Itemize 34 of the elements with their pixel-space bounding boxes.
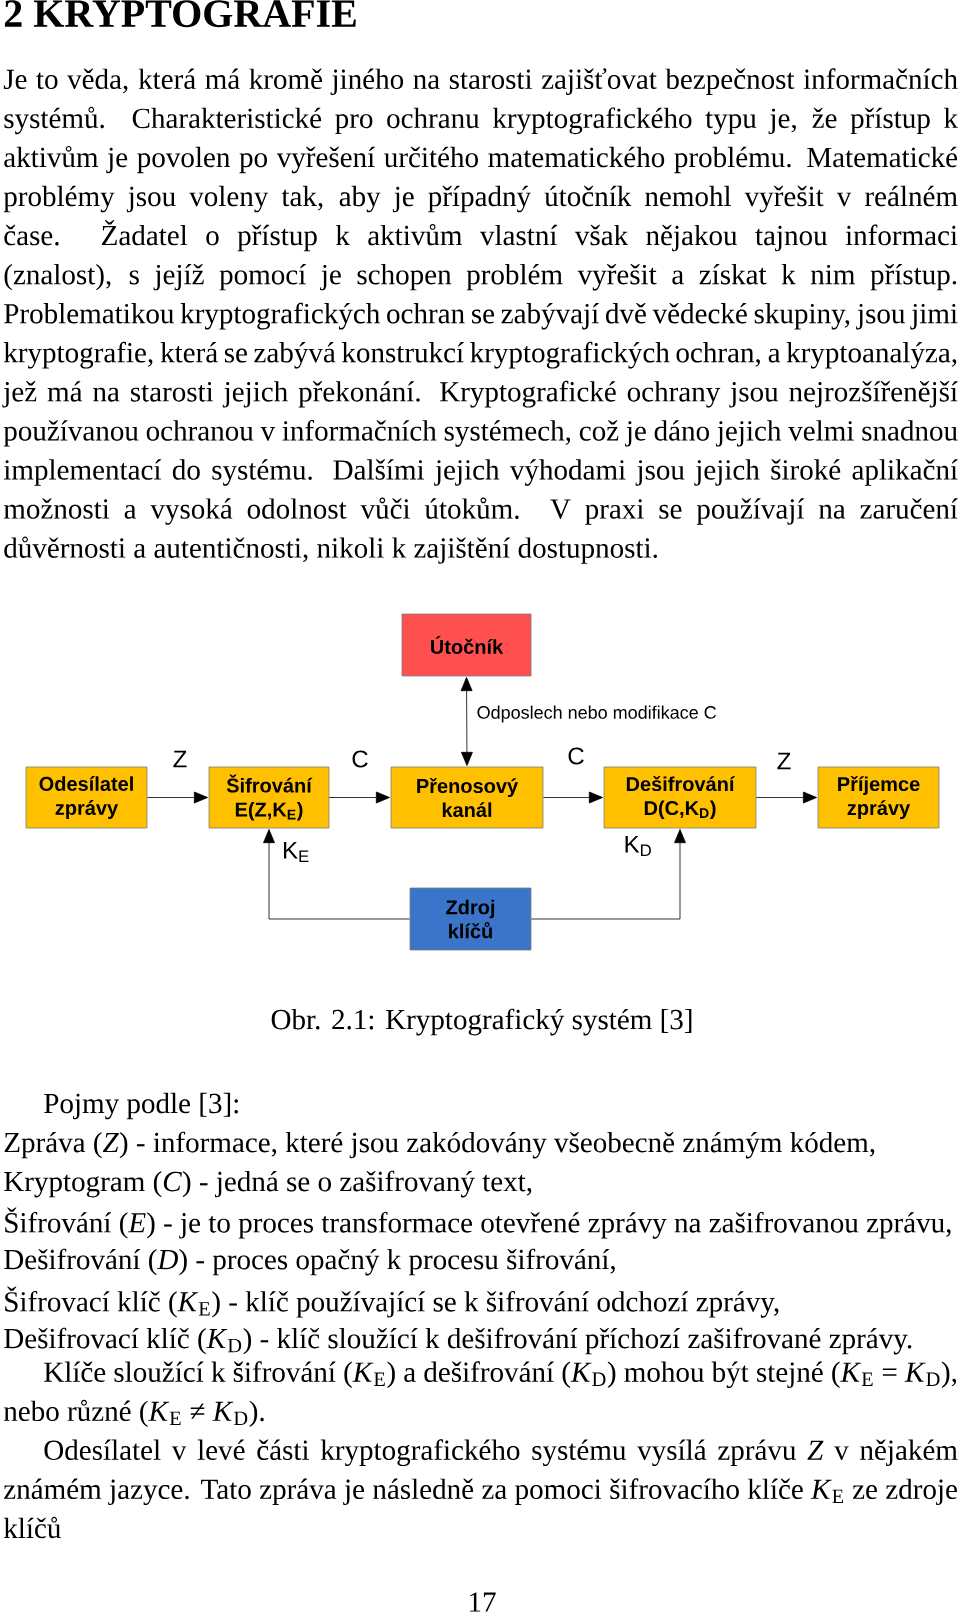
key-source-box: Zdroj klíčů xyxy=(409,887,532,951)
definition-line: Zpráva (Z) - informace, které jsou zakódovány všeobecně známým kódem, xyxy=(4,1131,875,1159)
process-box: Příjemce zprávy xyxy=(817,766,940,829)
process-box: Odesílatel zprávy xyxy=(25,766,148,829)
edge-label: K$_{D}$ xyxy=(625,835,651,857)
arrow xyxy=(263,829,410,920)
definition-line: Dešifrování (D) - proces opačný k procesu šifrování, xyxy=(4,1248,615,1276)
edge-label: C xyxy=(568,747,584,765)
process-box: Šifrování E(Z,K$_{E}$) xyxy=(208,766,330,829)
paragraph: Je to věda, která má kromě jiného na starosti zajišťovat bezpečnost informačních systémů. Charakteristické pro ochranu kryptografického typu je, že přístup k aktivům je povolen po vyřešení určitého matematického problému. Matematické problémy jsou voleny tak, aby je případný útočník nemohl vyřešit v reálném čase. Žadatel o přístup k aktivům vlastní však nějakou tajnou informaci (znalost), s jejíž pomocí je schopen problém vyřešit a získat k nim přístup. Problematikou kryptografických ochran se zabývají dvě vědecké skupiny, jsou jimi kryptografie, která se zabývá konstrukcí kryptografických ochran, a kryptoanalýza, jež má na starosti jejich překonání. Kryptografické ochrany jsou nejrozšířenější používanou ochranou v informačních systémech, což je dáno jejich velmi snadnou implementací do systému. Dalšími jejich výhodami jsou jejich široké aplikační možnosti a vysoká odolnost vůči útokům. V praxi se používají na zaručení důvěrnosti a autentičnosti, nikoli k zajištění dostupnosti. xyxy=(2,68,958,564)
arrow xyxy=(531,829,686,920)
process-box: Přenosový kanál xyxy=(390,766,544,829)
text-line: Pojmy podle [3]: xyxy=(44,1092,238,1120)
edge-label: Z xyxy=(173,750,187,768)
page-number: 17 xyxy=(470,1592,496,1612)
process-box: Dešifrování D(C,K$_{D}$) xyxy=(603,766,757,829)
paragraph: Odesílatel v levé části kryptografického systému vysílá zprávu Z v nějakém známém jazyce. Tato zpráva je následně za pomoci šifrovacího klíče K$_{E}$ ze zdroje klíčů xyxy=(3,1439,958,1539)
arrow xyxy=(147,791,208,804)
arrow xyxy=(460,677,473,766)
edge-label: Z xyxy=(777,752,791,770)
attacker-box: Útočník xyxy=(401,613,532,677)
figure-caption: Obr. 2.1: Kryptografický systém [3] xyxy=(271,1008,692,1036)
arrow xyxy=(756,791,817,804)
edge-label: Odposlech nebo modifikace C xyxy=(477,705,716,723)
section-heading: 2 KRYPTOGRAFIE xyxy=(4,0,356,28)
edge-label: C xyxy=(352,750,368,768)
definition-line: Dešifrovací klíč (K$_{D}$) - klíč sloužící k dešifrování příchozí zašifrované zprávy. xyxy=(4,1327,912,1355)
paragraph: Klíče sloužící k šifrování (K$_{E}$) a dešifrování (K$_{D}$) mohou být stejné (K$_{E}$ = K$_{D}$), nebo různé (K$_{E}$ ≠ K$_{D}$). xyxy=(3,1361,957,1427)
definition-line: Šifrovací klíč (K$_{E}$) - klíč používající se k šifrování odchozí zprávy, xyxy=(5,1286,779,1318)
arrow xyxy=(329,791,390,804)
definition-line: Kryptogram (C) - jedná se o zašifrovaný text, xyxy=(4,1170,532,1198)
arrow xyxy=(543,791,603,804)
definition-line: Šifrování (E) - je to proces transformace otevřené zprávy na zašifrovanou zprávu, xyxy=(5,1207,951,1239)
edge-label: K$_{E}$ xyxy=(284,841,309,863)
